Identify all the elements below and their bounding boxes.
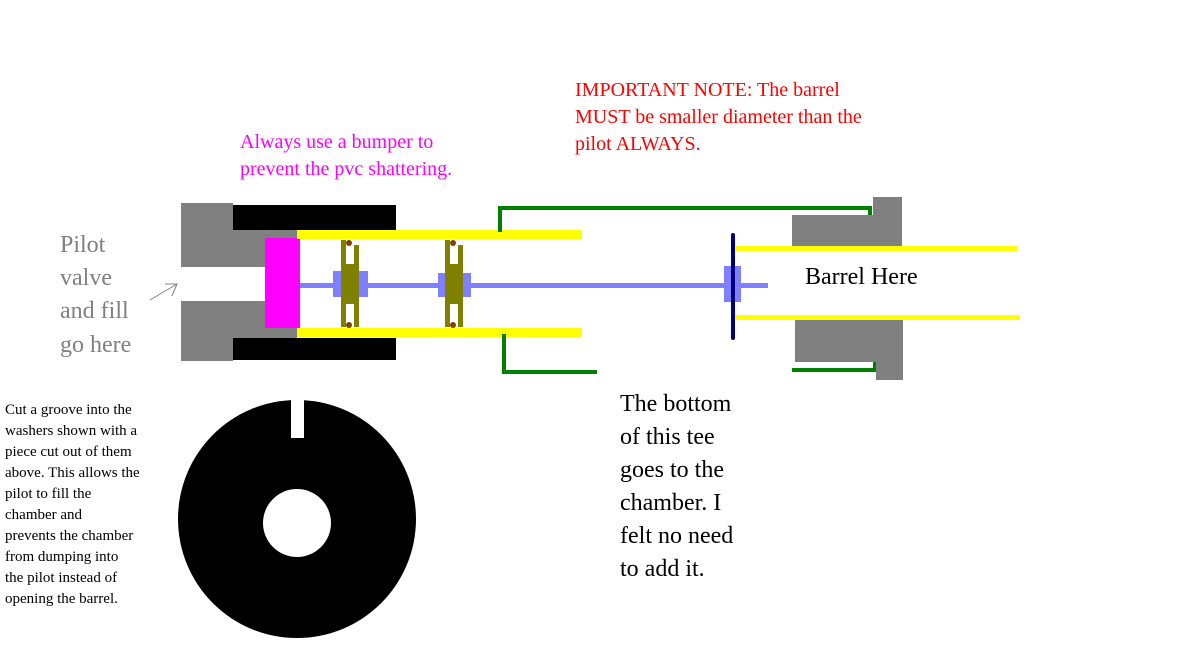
important-line: MUST be smaller diameter than the bbox=[575, 106, 862, 128]
pilot-line: valve bbox=[60, 265, 112, 291]
tee-line: to add it. bbox=[620, 556, 705, 582]
bumper-line: prevent the pvc shattering. bbox=[240, 158, 452, 180]
groove-line: the pilot instead of bbox=[5, 570, 117, 586]
grooved-washer bbox=[178, 398, 416, 638]
tee-line: goes to the bbox=[620, 457, 724, 483]
groove-line: opening the barrel. bbox=[5, 591, 118, 607]
groove-line: from dumping into bbox=[5, 549, 118, 565]
tee-line: The bottom bbox=[620, 391, 732, 417]
piston-rod bbox=[300, 283, 768, 288]
pilot-line: and fill bbox=[60, 298, 129, 324]
washer-1 bbox=[333, 240, 368, 328]
bumper-line: Always use a bumper to bbox=[240, 131, 433, 153]
groove-line: chamber and bbox=[5, 507, 83, 523]
barrel-tube bbox=[735, 246, 1020, 320]
tee-line: of this tee bbox=[620, 424, 715, 450]
barrel-label: Barrel Here bbox=[805, 264, 918, 290]
bumper-note: Always use a bumper to prevent the pvc s… bbox=[240, 131, 452, 180]
groove-line: Cut a groove into the bbox=[5, 402, 132, 418]
tee-line: felt no need bbox=[620, 523, 733, 549]
washer-2 bbox=[438, 240, 471, 328]
barrel-fitting bbox=[792, 197, 903, 380]
important-note: IMPORTANT NOTE: The barrel MUST be small… bbox=[575, 79, 862, 155]
groove-line: above. This allows the bbox=[5, 465, 140, 481]
pilot-line: go here bbox=[60, 332, 131, 358]
groove-line: pilot to fill the bbox=[5, 486, 92, 502]
pilot-label: Pilot valve and fill go here bbox=[60, 232, 131, 358]
tee-line: chamber. I bbox=[620, 490, 721, 516]
groove-line: piece cut out of them bbox=[5, 444, 132, 460]
bumper bbox=[265, 238, 300, 328]
pilot-line: Pilot bbox=[60, 232, 106, 258]
groove-note: Cut a groove into the washers shown with… bbox=[5, 402, 140, 607]
arrow-icon bbox=[149, 283, 178, 301]
pvc-tube bbox=[297, 230, 582, 337]
tee-outline bbox=[498, 206, 877, 374]
important-line: IMPORTANT NOTE: The barrel bbox=[575, 79, 840, 101]
barrel-seal bbox=[724, 233, 741, 340]
groove-line: prevents the chamber bbox=[5, 528, 133, 544]
tee-note: The bottom of this tee goes to the chamb… bbox=[620, 391, 733, 582]
important-line: pilot ALWAYS. bbox=[575, 133, 701, 155]
groove-line: washers shown with a bbox=[5, 423, 137, 439]
